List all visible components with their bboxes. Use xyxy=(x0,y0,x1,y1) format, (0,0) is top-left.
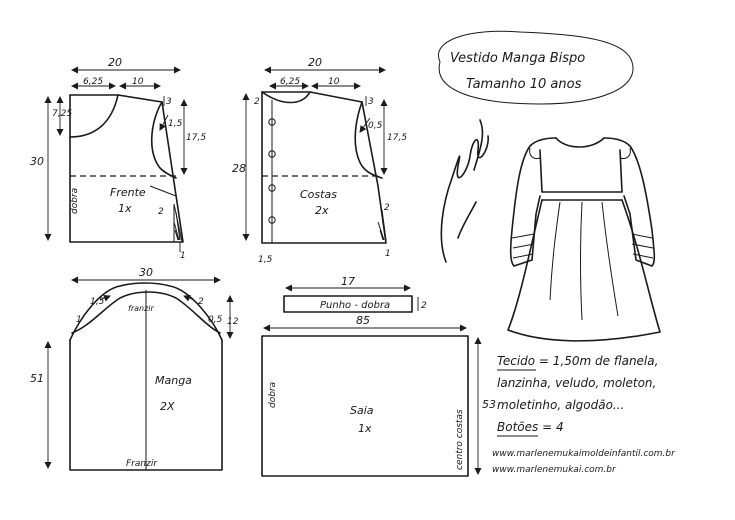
frente-neckdrop-label: 7,25 xyxy=(52,109,72,119)
manga-leftside-label: 1 xyxy=(76,315,82,325)
button-3 xyxy=(268,184,276,192)
dress-bodice xyxy=(539,149,623,193)
urls-block: www.marlenemukaimoldeinfantil.com.br www… xyxy=(492,449,676,475)
frente-shoulderdrop-label: 3 xyxy=(166,97,172,107)
costas-armhole-label: 17,5 xyxy=(387,133,407,143)
frente-hatch xyxy=(173,211,181,241)
frente-armhole-label: 17,5 xyxy=(186,133,206,143)
costas-width-label: 20 xyxy=(308,56,322,69)
costas-outline xyxy=(261,91,387,244)
manga-left-arrow xyxy=(99,294,111,302)
dress-illustration xyxy=(507,137,661,342)
dress-right-cuff xyxy=(631,233,654,259)
title-block: Vestido Manga Bispo Tamanho 10 anos xyxy=(437,30,634,105)
manga-franzir-bottom: Franzir xyxy=(126,459,158,469)
costas-armhole-offset-arrow xyxy=(359,117,371,133)
saia-height-label: 53 xyxy=(482,398,496,411)
dress-skirt-folds xyxy=(549,201,619,321)
manga-righttop-label: 2 xyxy=(198,297,204,307)
frente-shoulder-label: 10 xyxy=(132,77,144,87)
button-4 xyxy=(268,216,276,224)
materials-line-2: lanzinha, veludo, moleton, xyxy=(497,376,656,390)
costas-count: 2x xyxy=(315,204,329,217)
frente-dart-label: 2 xyxy=(158,207,164,217)
url-line-2: www.marlenemukai.com.br xyxy=(492,465,617,475)
punho-height-label: 2 xyxy=(421,301,427,311)
frente-piece: 20 6,25 10 7,25 3 1,5 17,5 30 dobra 2 1 … xyxy=(30,56,206,261)
url-line-1: www.marlenemukaimoldeinfantil.com.br xyxy=(492,449,676,459)
saia-rect xyxy=(261,335,469,477)
signature-mark xyxy=(440,119,489,263)
costas-piece: 20 6,25 10 2 3 0,5 17,5 28 2 1,5 1 Costa… xyxy=(232,56,407,265)
dress-left-sleeve xyxy=(509,137,557,267)
frente-armhole-offset-arrow xyxy=(159,114,169,131)
saia-piece: 85 53 dobra centro costas Saia 1x xyxy=(261,314,496,477)
punho-rect xyxy=(283,295,413,313)
frente-hem-label: 1 xyxy=(180,251,186,261)
title-cloud xyxy=(437,30,634,105)
frente-height-label: 30 xyxy=(30,155,44,168)
dress-collar xyxy=(555,137,605,148)
saia-name: Saia xyxy=(350,404,374,417)
saia-width-label: 85 xyxy=(356,314,370,327)
costas-neck-label: 6,25 xyxy=(280,77,300,87)
manga-name: Manga xyxy=(155,374,192,387)
punho-piece: 17 Punho - dobra 2 xyxy=(283,275,427,313)
saia-dobra-label: dobra xyxy=(268,382,278,408)
dress-skirt xyxy=(507,199,661,342)
punho-label: Punho - dobra xyxy=(320,300,390,311)
saia-centro-label: centro costas xyxy=(455,409,465,470)
costas-height-label: 28 xyxy=(232,162,246,175)
title-line2: Tamanho 10 anos xyxy=(466,77,582,92)
button-1 xyxy=(268,118,276,126)
frente-neckline xyxy=(69,94,119,138)
costas-sideoff-label: 2 xyxy=(384,203,390,213)
costas-neckline xyxy=(261,91,311,104)
manga-lefttop-label: 1,5 xyxy=(90,297,105,307)
manga-right-arrow xyxy=(183,294,195,302)
frente-armhole-offset-label: 1,5 xyxy=(168,119,183,129)
signature xyxy=(440,119,489,263)
materials-line-4: Botões = 4 xyxy=(497,420,564,434)
costas-armhole-offset-label: 0,5 xyxy=(368,121,383,131)
costas-name: Costas xyxy=(300,188,337,201)
costas-topoffset-label: 2 xyxy=(254,97,260,107)
frente-count: 1x xyxy=(118,202,132,215)
manga-righth-label: 12 xyxy=(227,317,239,327)
materials-line-1: Tecido = 1,50m de flanela, xyxy=(497,354,658,368)
manga-rightside-label: 0,5 xyxy=(208,315,223,325)
manga-width-label: 30 xyxy=(139,266,153,279)
title-line1: Vestido Manga Bispo xyxy=(450,51,585,66)
frente-dobra-label: dobra xyxy=(70,188,80,214)
frente-name: Frente xyxy=(110,186,146,199)
costas-shoulderdrop-label: 3 xyxy=(368,97,374,107)
costas-bottomleft-label: 1,5 xyxy=(258,255,273,265)
dress-right-sleeve xyxy=(603,137,656,267)
saia-count: 1x xyxy=(358,422,372,435)
frente-width-label: 20 xyxy=(108,56,122,69)
button-2 xyxy=(268,150,276,158)
dress-puff-shading xyxy=(529,147,631,159)
manga-piece: 30 1,5 2 franzir 1 0,5 12 51 Franzir Man… xyxy=(30,266,239,471)
manga-height-label: 51 xyxy=(30,372,44,385)
manga-franzir-top: franzir xyxy=(128,304,155,313)
frente-neck-label: 6,25 xyxy=(83,77,103,87)
frente-outline xyxy=(69,94,184,243)
costas-hatch xyxy=(377,209,387,241)
costas-shoulder-label: 10 xyxy=(328,77,340,87)
manga-cap-inner xyxy=(71,291,221,334)
materials-line-3: moletinho, algodão... xyxy=(497,398,624,412)
punho-width-label: 17 xyxy=(341,275,355,288)
manga-count: 2X xyxy=(160,400,175,413)
costas-bottomright-label: 1 xyxy=(385,249,391,259)
materials-block: Tecido = 1,50m de flanela, lanzinha, vel… xyxy=(497,354,658,437)
